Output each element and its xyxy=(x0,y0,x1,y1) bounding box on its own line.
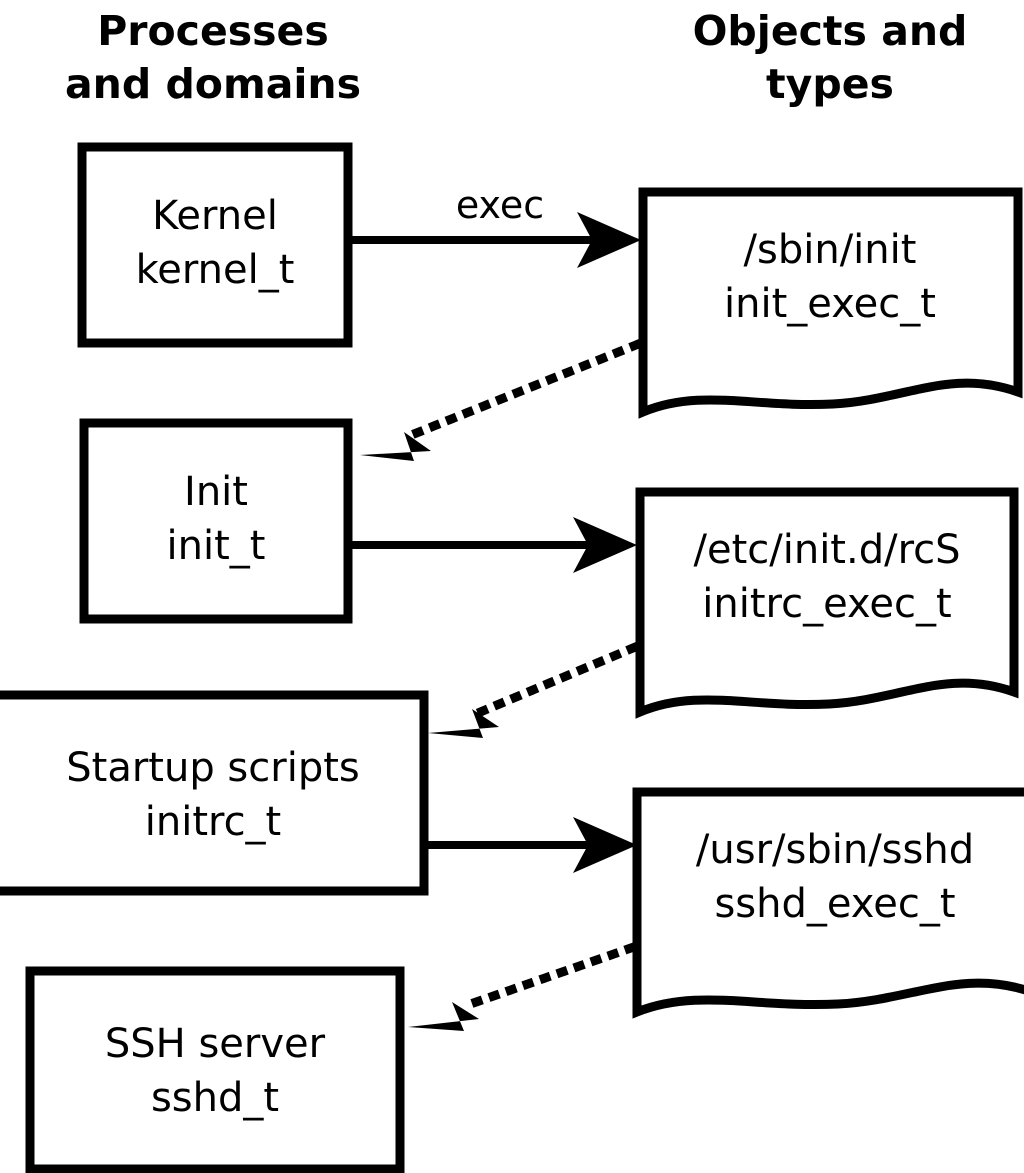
node-ssh-server-type: sshd_t xyxy=(151,1075,279,1121)
node-sbin-init[interactable]: /sbin/init init_exec_t xyxy=(638,187,1023,419)
node-kernel-name: Kernel xyxy=(152,193,278,239)
node-kernel-type: kernel_t xyxy=(136,247,295,293)
node-etc-initd-rcs-type: initrc_exec_t xyxy=(702,581,951,627)
objects-header-line1: Objects and xyxy=(693,7,968,55)
column-header-processes: Processes and domains xyxy=(65,7,361,108)
node-usr-sbin-sshd[interactable]: /usr/sbin/sshd sshd_exec_t xyxy=(632,787,1024,1019)
node-startup-scripts[interactable]: Startup scripts initrc_t xyxy=(0,690,429,896)
node-init[interactable]: Init init_t xyxy=(79,418,353,624)
arrowhead-icon-kernel-exec xyxy=(577,212,641,268)
node-etc-initd-rcs-doc[interactable] xyxy=(635,487,1019,719)
column-header-objects: Objects and types xyxy=(693,7,968,108)
arrowhead-icon-initrc-transition xyxy=(428,709,499,738)
node-usr-sbin-sshd-type: sshd_exec_t xyxy=(714,881,955,927)
node-startup-scripts-name: Startup scripts xyxy=(66,745,359,791)
edge-startup-scripts-to-sshd-bin xyxy=(428,817,637,873)
node-sbin-init-type: init_exec_t xyxy=(724,281,936,327)
arrowhead-icon-initrc-exec xyxy=(573,817,637,873)
edge-sbin-init-to-init xyxy=(360,339,642,461)
processes-header-line2: and domains xyxy=(65,60,361,108)
node-startup-scripts-type: initrc_t xyxy=(145,799,282,845)
arrowhead-icon-sshd-transition xyxy=(408,1002,479,1031)
node-etc-initd-rcs-path: /etc/init.d/rcS xyxy=(693,527,960,573)
edge-line-init-transition xyxy=(398,339,642,444)
node-init-type: init_t xyxy=(167,523,266,569)
node-usr-sbin-sshd-path: /usr/sbin/sshd xyxy=(696,827,974,873)
arrowhead-icon-init-exec xyxy=(573,517,637,573)
edge-line-sshd-transition xyxy=(456,942,637,1013)
processes-header-line1: Processes xyxy=(97,7,329,55)
edge-sshd-bin-to-ssh-server xyxy=(408,942,637,1031)
node-ssh-server-name: SSH server xyxy=(105,1021,326,1067)
node-sbin-init-doc[interactable] xyxy=(638,187,1023,419)
arrowhead-icon-init-transition xyxy=(360,432,431,461)
node-startup-scripts-box[interactable] xyxy=(0,690,429,896)
edge-rcs-to-startup-scripts xyxy=(428,642,639,738)
objects-header-line2: types xyxy=(766,60,894,108)
node-sbin-init-path: /sbin/init xyxy=(744,227,917,273)
edge-kernel-to-sbin-init: exec xyxy=(350,183,641,268)
node-init-name: Init xyxy=(184,469,248,515)
node-usr-sbin-sshd-doc[interactable] xyxy=(632,787,1024,1019)
node-ssh-server[interactable]: SSH server sshd_t xyxy=(25,966,405,1173)
edge-label-exec: exec xyxy=(456,183,544,227)
node-kernel[interactable]: Kernel kernel_t xyxy=(77,142,353,348)
node-init-box[interactable] xyxy=(79,418,353,624)
node-kernel-box[interactable] xyxy=(77,142,353,348)
node-etc-initd-rcs[interactable]: /etc/init.d/rcS initrc_exec_t xyxy=(635,487,1019,719)
edge-line-initrc-transition xyxy=(472,642,639,719)
edge-init-to-rcs xyxy=(350,517,637,573)
node-ssh-server-box[interactable] xyxy=(25,966,405,1173)
